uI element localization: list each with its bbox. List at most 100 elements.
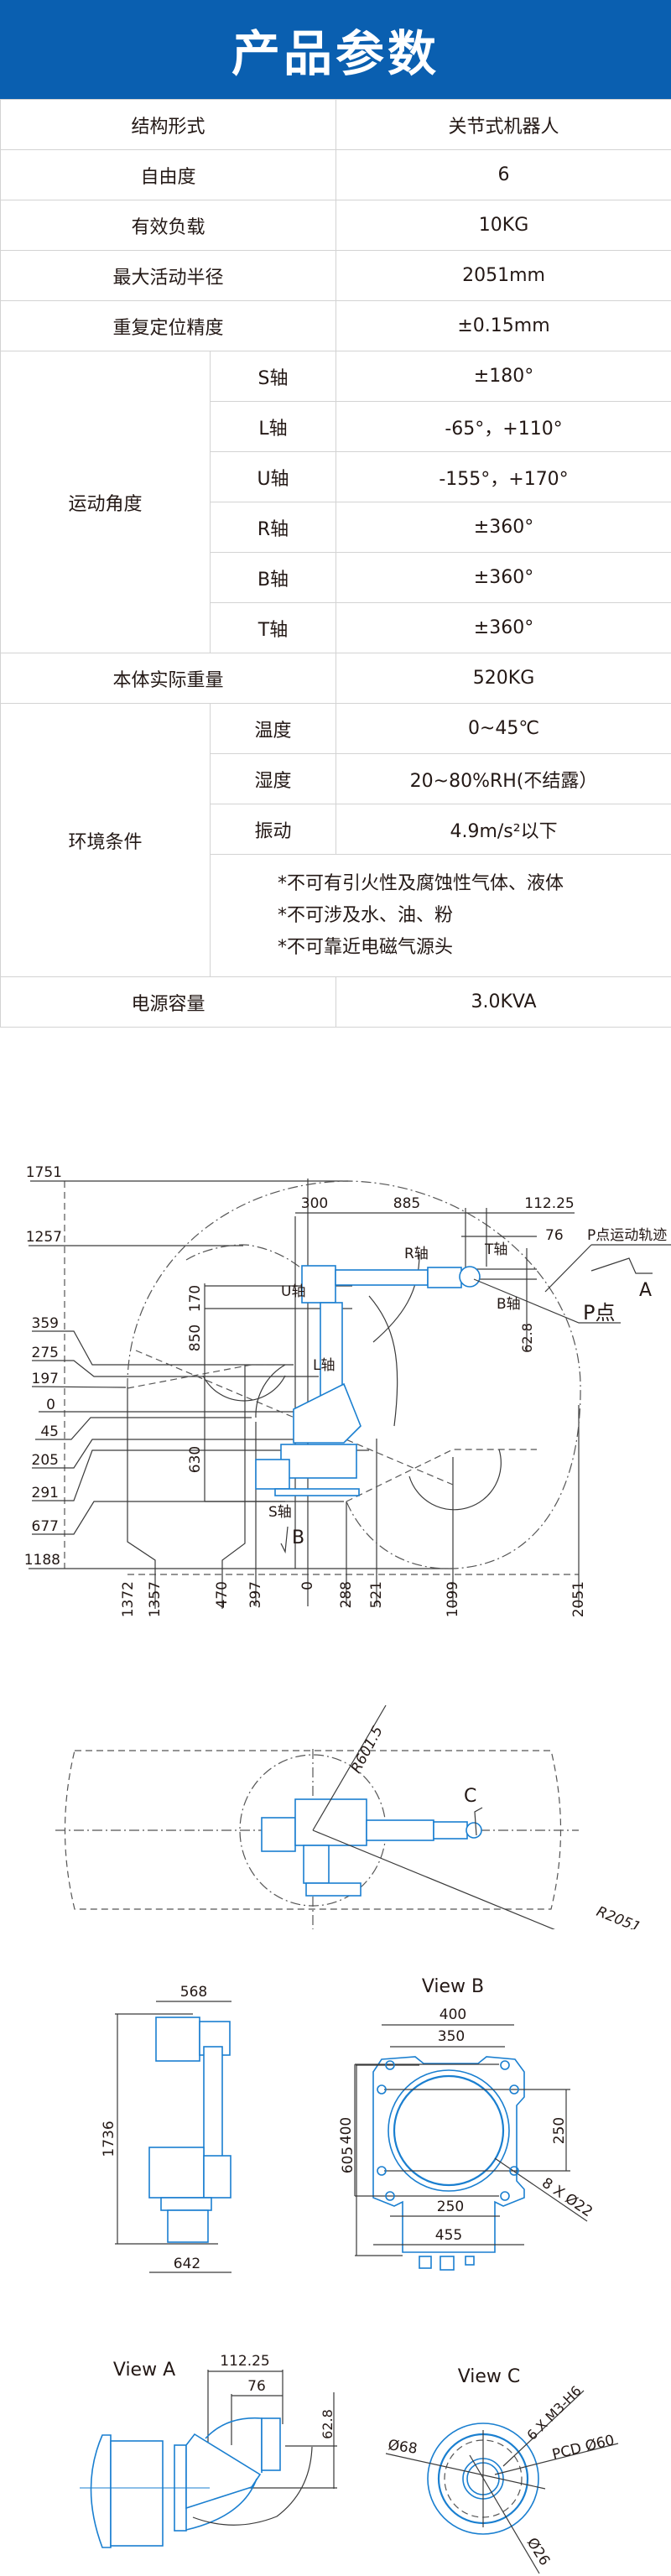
table-row: 结构形式 关节式机器人 bbox=[0, 99, 671, 150]
axis-value: ±180° bbox=[336, 351, 671, 402]
x-label: 2051 bbox=[570, 1581, 587, 1617]
robot-part bbox=[185, 2478, 257, 2531]
axis-label-u: U轴 bbox=[281, 1283, 305, 1300]
angle-arc bbox=[368, 1295, 398, 1427]
robot-part bbox=[335, 1269, 429, 1286]
side-view-drawing: 1751 1257 359 275 197 0 45 205 291 677 1… bbox=[24, 1164, 671, 1617]
radius-line bbox=[312, 1704, 387, 1831]
hole bbox=[509, 2084, 519, 2095]
table-row: 重复定位精度 ±0.15mm bbox=[0, 300, 671, 351]
top-view-drawing: R601.5 R2051 C bbox=[55, 1704, 643, 1929]
axis-value: ±360° bbox=[336, 602, 671, 653]
dim-text: 62.8 bbox=[519, 1323, 535, 1353]
connector bbox=[465, 2256, 475, 2266]
robot-part bbox=[366, 1819, 434, 1841]
axis-label: L轴 bbox=[209, 401, 337, 452]
leader-line bbox=[473, 1278, 621, 1324]
env-label: 湿度 bbox=[209, 753, 337, 804]
spec-label: 电源容量 bbox=[0, 976, 337, 1028]
leader-line bbox=[502, 2390, 585, 2467]
axis-value: ±360° bbox=[336, 552, 671, 603]
wrist-side-silhouette bbox=[90, 2417, 281, 2548]
mounting-holes bbox=[377, 2060, 519, 2201]
angle-arc bbox=[255, 1364, 286, 1418]
axis-label-l: L轴 bbox=[313, 1357, 335, 1374]
view-arrow bbox=[280, 1526, 289, 1554]
dim-text: 62.8 bbox=[320, 2409, 336, 2439]
dim-line bbox=[32, 1439, 336, 1469]
x-label: 1372 bbox=[120, 1581, 137, 1617]
view-a-title: View A bbox=[113, 2360, 175, 2381]
robot-part bbox=[294, 1798, 367, 1846]
robot-part bbox=[293, 1382, 362, 1444]
dim-text: 400 bbox=[338, 2117, 355, 2144]
spec-label: 自由度 bbox=[0, 149, 337, 200]
axis-label: T轴 bbox=[209, 602, 337, 653]
dim-text: 112.25 bbox=[220, 2353, 269, 2370]
view-b-marker: B bbox=[292, 1527, 304, 1548]
spec-value: 10KG bbox=[336, 200, 671, 251]
dim-text-d26: Ø26 bbox=[523, 2535, 554, 2568]
x-label: 288 bbox=[338, 1581, 355, 1608]
view-b-title: View B bbox=[422, 1976, 484, 1997]
front-view-drawing: 568 1736 642 bbox=[101, 1984, 231, 2273]
angle-arc bbox=[192, 2446, 313, 2526]
table-row: 运动角度 S轴 ±180° bbox=[0, 351, 671, 653]
spec-value: ±0.15mm bbox=[336, 300, 671, 351]
y-label: 197 bbox=[32, 1371, 59, 1387]
holes-label: 6 X M3-H6 bbox=[523, 2383, 584, 2443]
flange-outer bbox=[427, 2422, 539, 2535]
x-label: 470 bbox=[214, 1581, 231, 1608]
hole bbox=[509, 2166, 519, 2176]
axis-label-t: T轴 bbox=[484, 1241, 507, 1258]
y-label: 0 bbox=[46, 1397, 55, 1413]
dim-text: 455 bbox=[435, 2227, 462, 2244]
robot-part bbox=[301, 1265, 336, 1304]
work-envelope bbox=[127, 1180, 581, 1569]
work-envelope bbox=[64, 1750, 562, 1910]
env-label: 温度 bbox=[209, 703, 337, 754]
robot-part bbox=[90, 2434, 112, 2548]
spec-value: 3.0KVA bbox=[336, 976, 671, 1028]
spec-label: 结构形式 bbox=[0, 99, 337, 150]
robot-front-silhouette bbox=[148, 2017, 231, 2243]
robot-part bbox=[280, 1444, 357, 1479]
axis-label: U轴 bbox=[209, 451, 337, 502]
x-label: 0 bbox=[299, 1581, 316, 1590]
env-value: 20~80%RH(不结露） bbox=[336, 753, 671, 804]
hole bbox=[500, 2060, 510, 2070]
env-notes: *不可有引火性及腐蚀性气体、液体 *不可涉及水、油、粉 *不可靠近电磁气源头 bbox=[209, 854, 671, 977]
dim-line bbox=[32, 1449, 369, 1501]
env-note: *不可涉及水、油、粉 bbox=[278, 904, 454, 926]
hole bbox=[385, 2191, 395, 2201]
spec-label: 环境条件 bbox=[0, 703, 211, 977]
leader-line bbox=[494, 2443, 619, 2475]
dim-line bbox=[35, 1417, 252, 1440]
axis-value: -155°，+170° bbox=[336, 451, 671, 502]
table-row: 最大活动半径 2051mm bbox=[0, 250, 671, 301]
dim-line bbox=[221, 1365, 246, 1609]
spec-label: 重复定位精度 bbox=[0, 300, 337, 351]
dim-text: 250 bbox=[551, 2117, 568, 2144]
dim-text: 642 bbox=[174, 2256, 200, 2272]
radius-inner-label: R601.5 bbox=[348, 1724, 387, 1777]
table-row: *不可有引火性及腐蚀性气体、液体 *不可涉及水、油、粉 *不可靠近电磁气源头 bbox=[1, 854, 671, 977]
robot-part bbox=[203, 2046, 223, 2173]
robot-top-silhouette bbox=[261, 1798, 482, 1897]
dim-text: 350 bbox=[438, 2028, 465, 2045]
y-label: 205 bbox=[32, 1452, 59, 1469]
connector bbox=[440, 2256, 455, 2271]
table-row: 本体实际重量 520KG bbox=[0, 653, 671, 704]
spec-table: 结构形式 关节式机器人 自由度 6 有效负载 10KG 最大活动半径 2051m… bbox=[0, 99, 671, 1028]
dim-text: 568 bbox=[180, 1984, 207, 2001]
spec-label: 本体实际重量 bbox=[0, 653, 337, 704]
dim-line bbox=[32, 1330, 294, 1366]
env-value: 0~45℃ bbox=[336, 703, 671, 754]
angle-arc bbox=[372, 1253, 420, 1343]
y-label: 291 bbox=[32, 1485, 59, 1501]
axis-label: B轴 bbox=[209, 552, 337, 603]
view-a-marker: A bbox=[639, 1280, 652, 1301]
robot-part bbox=[303, 1845, 330, 1884]
view-a-drawing: View A 112.25 76 62.8 bbox=[80, 2353, 337, 2548]
dim-text: 885 bbox=[393, 1195, 420, 1212]
